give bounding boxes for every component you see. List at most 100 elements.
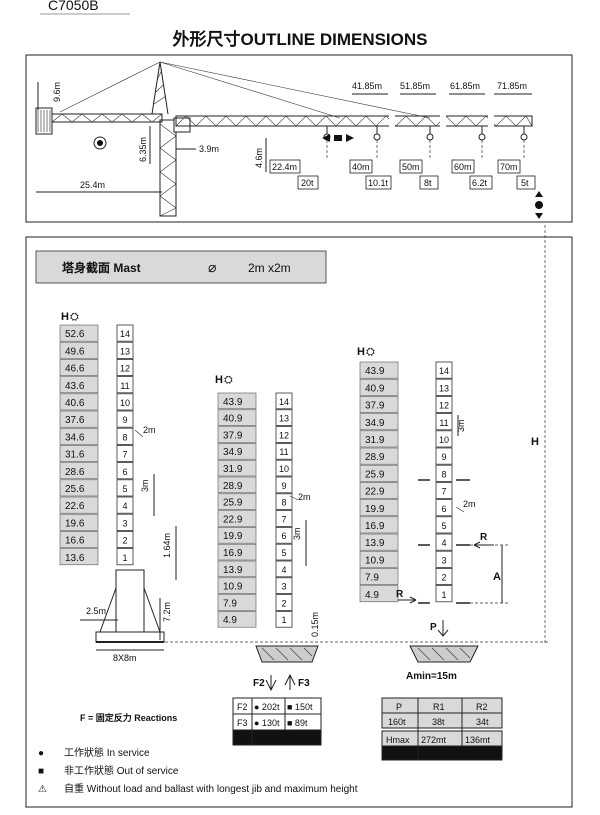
top-panel xyxy=(25,54,573,223)
counter-jib-length: 25.4m xyxy=(80,180,105,190)
table-f-r1c3: ■ 150t xyxy=(287,702,313,712)
legend-symbol-out-of-service: ■ xyxy=(38,766,44,777)
section-number: 12 xyxy=(439,401,449,411)
height-value: 28.9 xyxy=(223,481,243,492)
height-value: 40.9 xyxy=(365,383,385,394)
section-number: 8 xyxy=(441,469,446,479)
mast-section xyxy=(275,442,293,460)
col3-h-header: H xyxy=(357,346,365,358)
col3-dim-a: A xyxy=(493,571,501,583)
mast-section xyxy=(435,413,453,431)
col2-dimensions: 2m 3m 0.15m F2 F3 xyxy=(253,492,320,692)
height-cell xyxy=(59,548,99,566)
col1-top-dim: 3m xyxy=(140,479,150,492)
mast-section xyxy=(116,427,134,445)
height-cell xyxy=(359,550,399,568)
mast-section xyxy=(116,548,134,566)
jib-length-1: 41.85m xyxy=(352,81,382,91)
legend-out-of-service: 非工作狀態 Out of service xyxy=(64,764,179,777)
height-cell xyxy=(217,443,257,460)
load-2: 10.1t xyxy=(368,178,389,188)
section-number: 14 xyxy=(120,329,130,339)
height-cell xyxy=(217,510,257,527)
height-value: 37.9 xyxy=(223,430,243,441)
col1-base-width: 2.5m xyxy=(86,606,106,616)
height-cell xyxy=(217,527,257,544)
section-number: 13 xyxy=(279,414,289,424)
height-cell xyxy=(59,445,99,462)
mast-section xyxy=(435,447,453,465)
reaction-table-p: P R1 R2 160t 38t 34t Hmax 272mt 136mt ⚠ … xyxy=(381,697,503,761)
height-cell xyxy=(359,447,399,465)
section-number: 2 xyxy=(441,573,446,583)
height-cell xyxy=(359,585,399,603)
height-value: 25.9 xyxy=(223,498,243,509)
height-cell xyxy=(59,479,99,497)
col2-force-f2: F2 xyxy=(253,678,265,689)
height-value: 4.9 xyxy=(365,590,379,601)
section-number: 7 xyxy=(281,514,286,524)
legend: ● 工作狀態 In service ■ 非工作狀態 Out of service… xyxy=(38,746,358,795)
height-value: 19.6 xyxy=(65,518,85,529)
height-cell xyxy=(217,409,257,426)
table-p-v2: 38t xyxy=(432,717,445,727)
height-cell xyxy=(59,462,99,480)
mast-section xyxy=(435,568,453,586)
weight-icon-2: ⚠ xyxy=(388,749,397,760)
mast-section xyxy=(435,550,453,568)
col1-sec-height: 2m xyxy=(143,425,156,435)
table-p-v1: 160t xyxy=(388,717,406,727)
height-value: 37.9 xyxy=(365,401,385,412)
height-value: 22.6 xyxy=(65,501,85,512)
section-number: 2 xyxy=(122,536,127,546)
table-p-hmax2: 136mt xyxy=(465,735,491,745)
col3-force-p: P xyxy=(430,622,437,633)
section-number: 2 xyxy=(281,598,286,608)
height-column-2: 43.940.937.934.931.928.925.922.919.916.9… xyxy=(217,392,293,628)
section-number: 6 xyxy=(441,504,446,514)
height-value: 16.9 xyxy=(223,548,243,559)
mast-section xyxy=(275,611,293,628)
section-number: 6 xyxy=(281,531,286,541)
mast-section xyxy=(116,496,134,514)
height-value: 10.9 xyxy=(223,582,243,593)
mast-symbol: ⌀ xyxy=(208,259,216,275)
mast-section xyxy=(116,531,134,549)
mast-section xyxy=(435,395,453,413)
height-cell xyxy=(359,413,399,431)
mast-section xyxy=(275,543,293,561)
radius-3: 50m xyxy=(402,162,420,172)
height-value: 28.9 xyxy=(365,452,385,463)
mast-section xyxy=(435,464,453,482)
weight-icon: ⚠ xyxy=(237,734,246,745)
section-number: 3 xyxy=(122,518,127,528)
load-4: 6.2t xyxy=(472,178,488,188)
height-cell xyxy=(217,577,257,594)
height-cell xyxy=(59,359,99,376)
section-number: 1 xyxy=(281,615,286,625)
section-number: 12 xyxy=(279,430,289,440)
height-cell xyxy=(217,594,257,611)
mast-section xyxy=(435,499,453,517)
mast-section xyxy=(275,426,293,443)
section-number: 13 xyxy=(120,346,130,356)
height-value: 37.6 xyxy=(65,415,85,426)
section-number: 1 xyxy=(441,590,446,600)
load-1: 20t xyxy=(301,178,314,188)
table-f-r2c3: ■ 89t xyxy=(287,718,308,728)
mast-section xyxy=(435,361,453,379)
height-cell xyxy=(217,560,257,578)
height-cell xyxy=(217,426,257,443)
height-cell xyxy=(217,543,257,561)
mast-section xyxy=(116,393,134,411)
height-cell xyxy=(217,459,257,477)
height-value: 43.9 xyxy=(223,397,243,408)
section-number: 3 xyxy=(441,555,446,565)
col1-base-dim: 1.64m xyxy=(162,533,172,558)
mast-section xyxy=(435,533,453,551)
table-p-hmax: Hmax xyxy=(386,735,410,745)
header-fragment: C7050B xyxy=(48,0,99,13)
mast-section xyxy=(116,376,134,394)
section-number: 14 xyxy=(279,397,289,407)
section-number: 8 xyxy=(281,498,286,508)
